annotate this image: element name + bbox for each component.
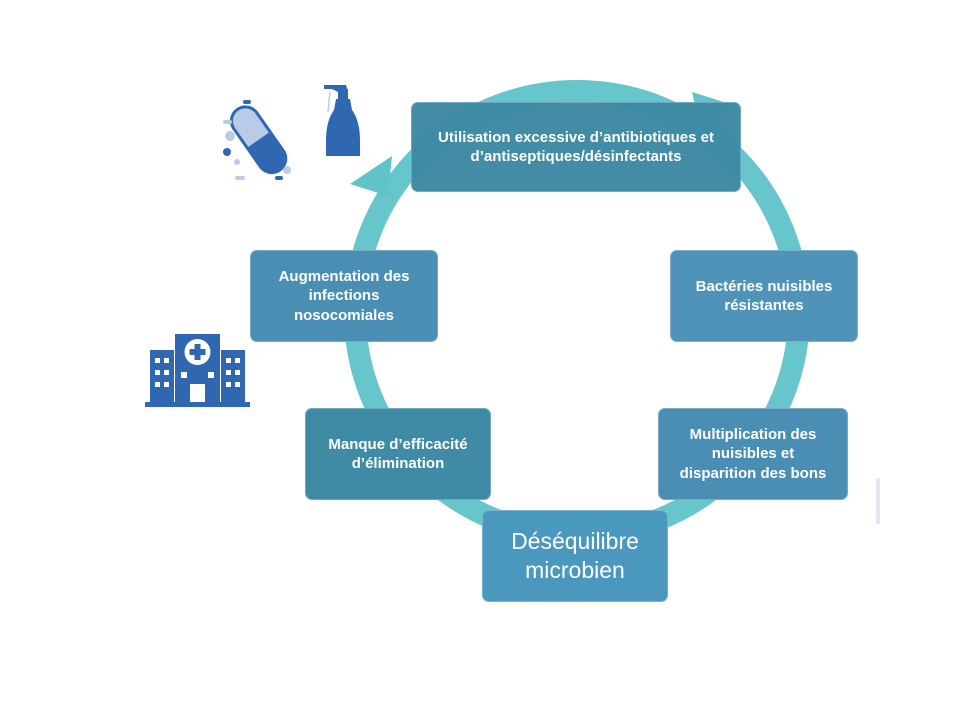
node-resistant-bacteria: Bactéries nuisibles résistantes [670,250,858,342]
node-elimination-efficacy: Manque d’efficacité d’élimination [305,408,491,500]
node-microbial-imbalance-label: Déséquilibre microbien [511,528,639,583]
node-resistant-bacteria-label: Bactéries nuisibles résistantes [695,277,833,315]
pill-capsule-icon [223,100,291,180]
node-multiplication: Multiplication des nuisibles et disparit… [658,408,848,500]
node-microbial-imbalance: Déséquilibre microbien [482,510,668,602]
node-multiplication-label: Multiplication des nuisibles et disparit… [679,425,827,482]
cycle-arrowhead-left [350,156,392,196]
node-nosocomial-infections-label: Augmentation des infections nosocomiales [278,267,410,324]
spray-bottle-icon [324,85,360,156]
node-excessive-use: Utilisation excessive d’antibiotiques et… [411,102,741,192]
node-excessive-use-label: Utilisation excessive d’antibiotiques et… [438,128,714,166]
hospital-building-icon [145,334,250,407]
node-nosocomial-infections: Augmentation des infections nosocomiales [250,250,438,342]
node-elimination-efficacy-label: Manque d’efficacité d’élimination [328,435,468,473]
edge-fragment [876,478,880,524]
